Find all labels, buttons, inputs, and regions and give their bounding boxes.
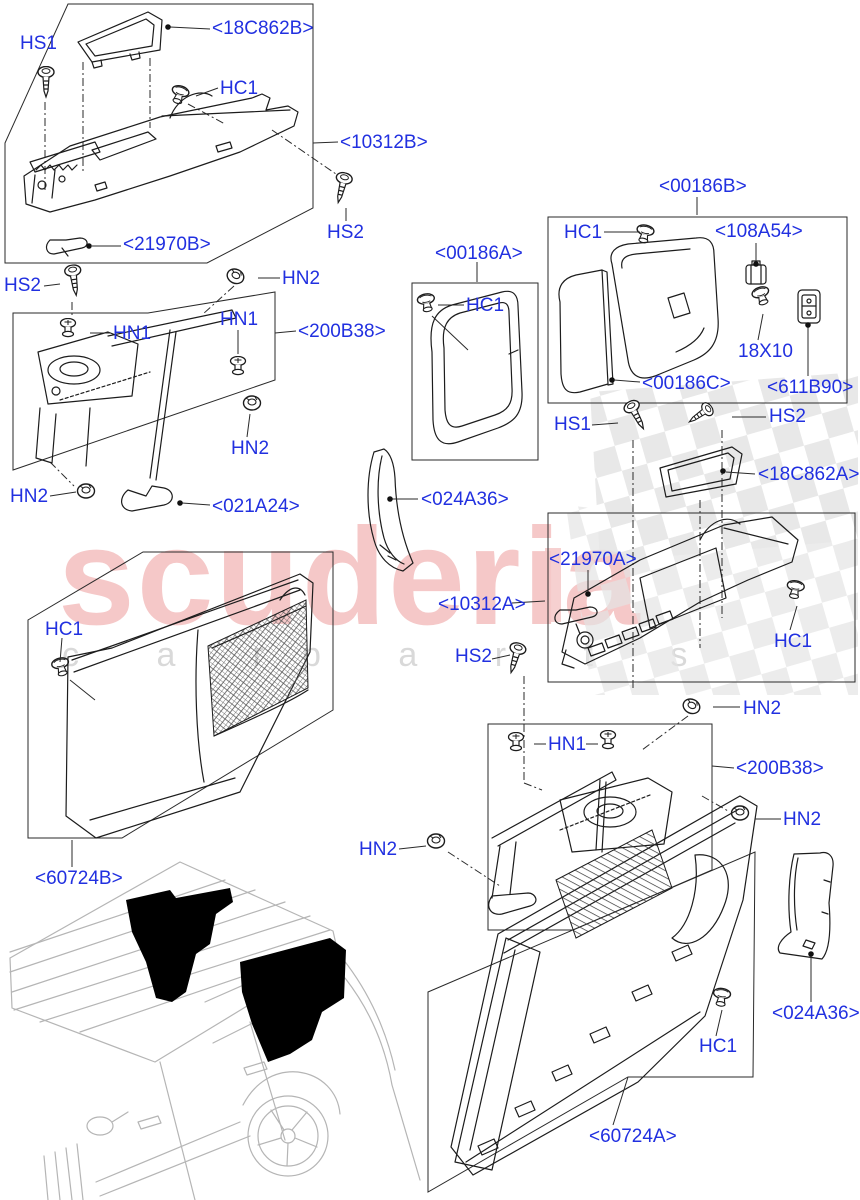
label-18c862b[interactable]: <18C862B> <box>212 18 314 39</box>
nut-hn2-f1 <box>680 695 703 717</box>
nut-hn2-f3 <box>426 833 446 849</box>
group-box-10312a <box>547 512 856 683</box>
part-panel-00186a <box>430 290 523 445</box>
label-hn2-b2[interactable]: HN2 <box>231 438 270 459</box>
part-grille-18c862a <box>659 446 743 498</box>
part-bracket-21970a <box>554 606 598 635</box>
nut-hn1-f2 <box>599 730 617 750</box>
screw-hs2-b <box>63 263 85 298</box>
group-box-18c862b <box>4 3 314 264</box>
label-60724a[interactable]: <60724A> <box>589 1126 677 1147</box>
label-hn2-f2[interactable]: HN2 <box>783 809 822 830</box>
label-60724b[interactable]: <60724B> <box>35 868 123 889</box>
trim-location-silhouette-rear <box>240 938 346 1062</box>
label-18x10[interactable]: 18X10 <box>738 341 793 362</box>
label-hs2-a[interactable]: HS2 <box>327 222 364 243</box>
part-console-trim-10312a <box>561 516 799 669</box>
part-grille-18c862b <box>77 11 163 69</box>
label-hn1-f[interactable]: HN1 <box>548 734 587 755</box>
part-bracket-assembly-200b38-1 <box>35 309 237 481</box>
part-switch-611b90 <box>797 289 821 324</box>
label-10312a[interactable]: <10312A> <box>438 594 526 615</box>
vehicle-illustration <box>9 861 421 1200</box>
label-hc1-e[interactable]: HC1 <box>774 631 813 652</box>
label-200b38-1[interactable]: <200B38> <box>298 321 386 342</box>
label-200b38-2[interactable]: <200B38> <box>736 758 824 779</box>
nut-hn2-f2 <box>730 805 750 821</box>
group-box-60724b <box>27 551 334 839</box>
clip-hc1-c <box>415 291 438 314</box>
clip-hc1-d <box>633 222 656 246</box>
checkered-flag-watermark <box>545 372 858 695</box>
label-hs1-e[interactable]: HS1 <box>554 414 591 435</box>
label-00186c[interactable]: <00186C> <box>642 373 731 394</box>
screw-hs2-f <box>502 640 528 676</box>
part-panel-00186c <box>558 269 614 394</box>
nut-hn1-f1 <box>507 732 525 752</box>
label-hn1-b1[interactable]: HN1 <box>113 323 152 344</box>
trim-location-silhouette-front <box>126 888 233 1002</box>
group-box-60724a <box>427 851 756 1193</box>
label-hs1-a[interactable]: HS1 <box>20 33 57 54</box>
label-hn2-f3[interactable]: HN2 <box>359 839 398 860</box>
label-hn2-b1[interactable]: HN2 <box>282 268 321 289</box>
label-hs2-b[interactable]: HS2 <box>4 275 41 296</box>
part-pillar-trim-024a36-upper <box>367 448 414 572</box>
label-00186a[interactable]: <00186A> <box>435 243 523 264</box>
part-quarter-trim-60724b <box>65 573 314 839</box>
label-021a24[interactable]: <021A24> <box>212 496 300 517</box>
group-box-00186a <box>411 282 539 461</box>
label-hn1-b2[interactable]: HN1 <box>220 309 259 330</box>
label-18c862a[interactable]: <18C862A> <box>758 464 860 485</box>
label-024a36-1[interactable]: <024A36> <box>421 489 509 510</box>
part-bracket-021a24 <box>121 485 173 512</box>
label-hc1-g[interactable]: HC1 <box>45 619 84 640</box>
label-00186b[interactable]: <00186B> <box>659 176 747 197</box>
group-box-200b38-1 <box>12 291 276 471</box>
label-hc1-g2[interactable]: HC1 <box>699 1036 738 1057</box>
part-console-trim-10312b <box>23 92 299 213</box>
clip-hc1-g2 <box>711 986 732 1008</box>
label-hc1-d[interactable]: HC1 <box>564 222 603 243</box>
screw-hs1-a <box>37 66 55 98</box>
label-hc1-c[interactable]: HC1 <box>466 295 505 316</box>
part-bracket-assembly-200b38-2 <box>488 771 673 915</box>
part-quarter-trim-60724a <box>450 795 758 1176</box>
leader-lines <box>43 24 814 1126</box>
label-hn2-b3[interactable]: HN2 <box>10 486 49 507</box>
label-hs2-f[interactable]: HS2 <box>455 646 492 667</box>
part-bracket-21970b <box>45 237 88 257</box>
nut-hn2-b1 <box>224 265 247 287</box>
part-pillar-trim-024a36-lower <box>777 851 834 960</box>
nut-hn1-b1 <box>59 318 77 338</box>
nut-hn1-b2 <box>229 356 247 376</box>
label-hs2-e[interactable]: HS2 <box>769 406 806 427</box>
label-611b90[interactable]: <611B90> <box>767 377 854 398</box>
label-21970a[interactable]: <21970A> <box>549 549 637 570</box>
label-hn2-f1[interactable]: HN2 <box>743 698 782 719</box>
nut-hn2-b2 <box>242 395 262 411</box>
label-hc1-a[interactable]: HC1 <box>220 78 259 99</box>
label-108a54[interactable]: <108A54> <box>715 221 803 242</box>
label-024a36-2[interactable]: <024A36> <box>772 1003 860 1024</box>
nut-hn2-b3 <box>76 483 96 499</box>
label-10312b[interactable]: <10312B> <box>340 132 428 153</box>
screw-hs2-a <box>329 170 355 206</box>
part-panel-00186b <box>610 237 719 379</box>
label-21970b[interactable]: <21970B> <box>123 234 211 255</box>
group-box-00186b <box>547 216 848 404</box>
part-clip-18x10 <box>749 284 774 308</box>
